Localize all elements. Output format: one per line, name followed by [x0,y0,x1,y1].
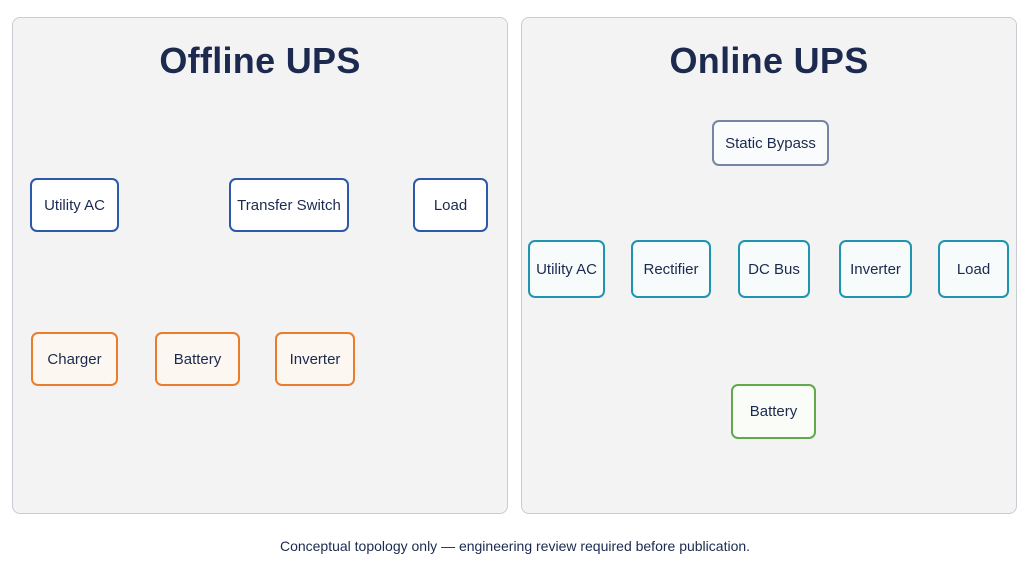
online-node-inverter: Inverter [839,240,912,298]
offline-node-charger: Charger [31,332,118,386]
offline-ups-panel: Offline UPS [12,17,508,514]
offline-ups-title: Offline UPS [159,40,361,81]
online-node-rectifier: Rectifier [631,240,711,298]
online-node-static-bypass: Static Bypass [712,120,829,166]
offline-node-load: Load [413,178,488,232]
offline-node-inverter: Inverter [275,332,355,386]
online-node-dc-bus: DC Bus [738,240,810,298]
online-node-load: Load [938,240,1009,298]
footer-caption: Conceptual topology only — engineering r… [279,538,751,554]
online-node-battery: Battery [731,384,816,439]
offline-node-utility-ac: Utility AC [30,178,119,232]
offline-node-battery: Battery [155,332,240,386]
online-ups-title: Online UPS [669,40,869,81]
online-node-utility-ac: Utility AC [528,240,605,298]
offline-node-transfer-switch: Transfer Switch [229,178,349,232]
